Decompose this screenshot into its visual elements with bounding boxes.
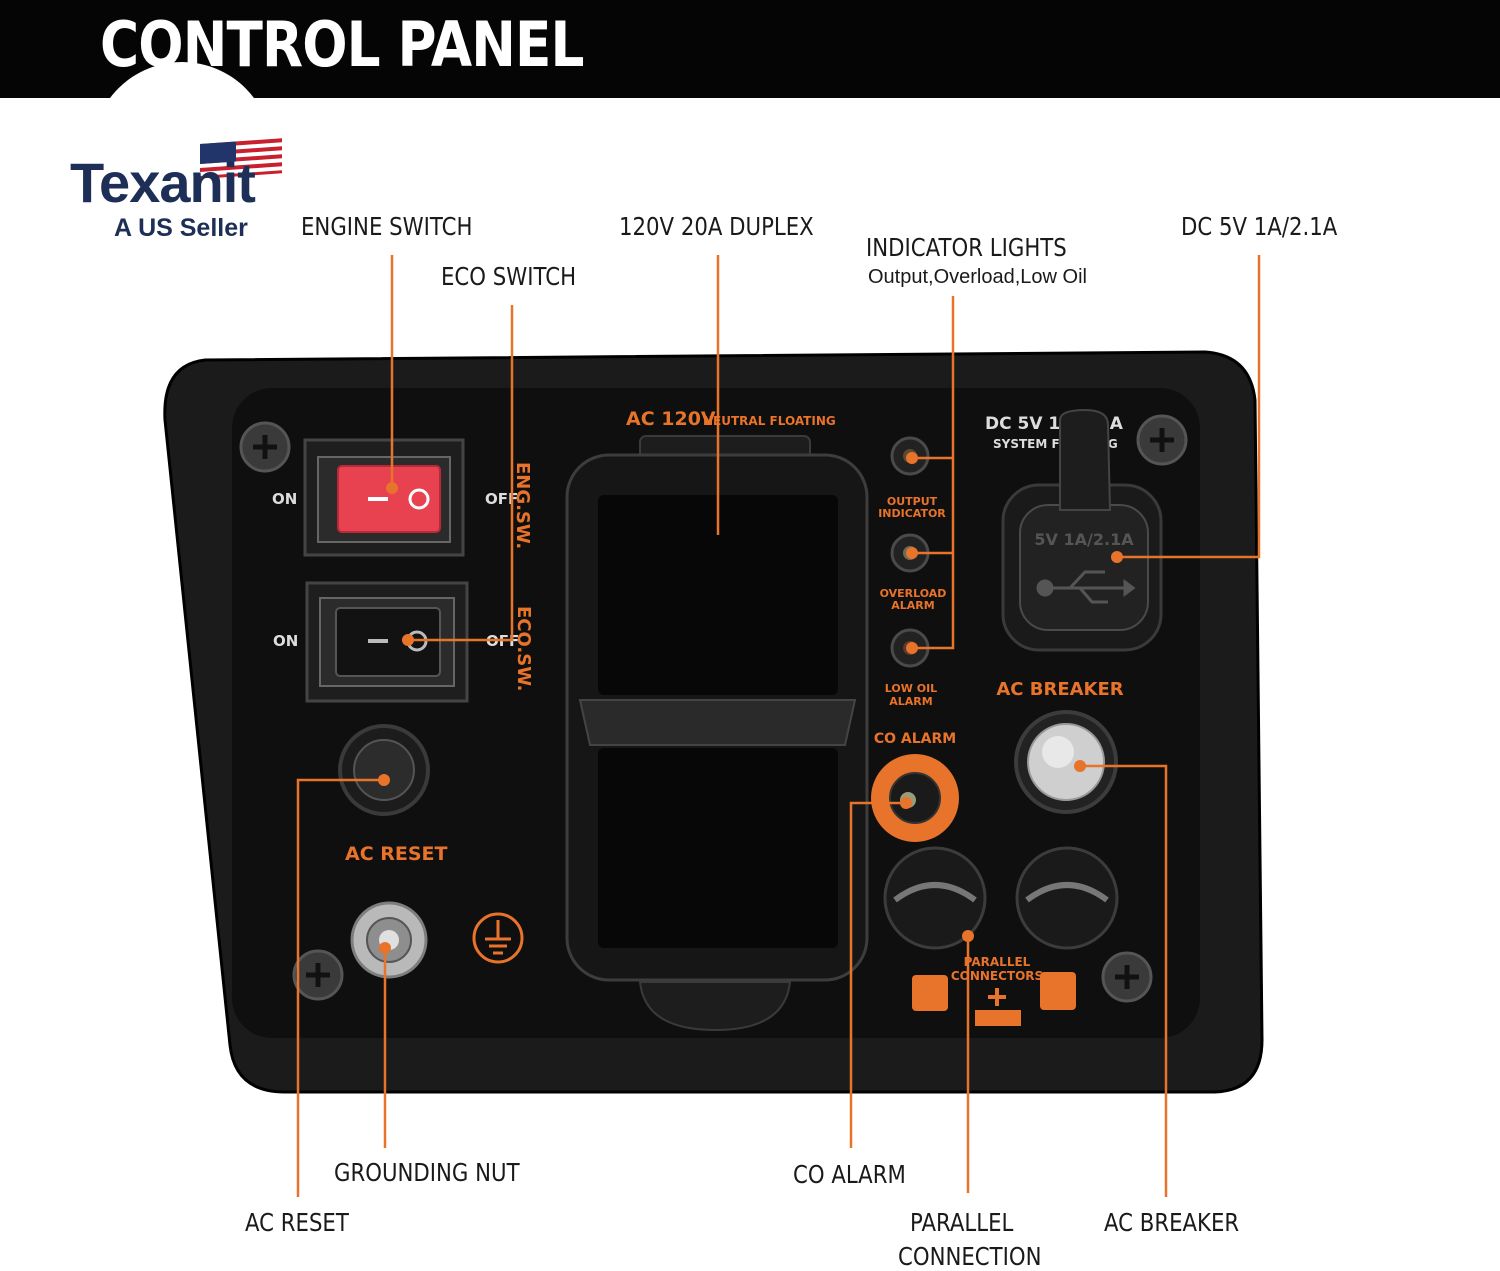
callout-indicator-lights: INDICATOR LIGHTS <box>866 233 1067 262</box>
leader-indicator <box>912 296 955 650</box>
screw-top-left <box>239 421 291 473</box>
overload-alarm-label-2: ALARM <box>891 599 934 612</box>
neutral-floating-label: NEUTRAL FLOATING <box>703 414 836 428</box>
screw-top-right <box>1136 414 1188 466</box>
callout-grounding-nut: GROUNDING NUT <box>334 1158 520 1187</box>
callout-parallel-line2: CONNECTION <box>898 1242 1042 1271</box>
usb-cap-text: 5V 1A/2.1A <box>1034 530 1134 549</box>
brand-name: Texanit <box>70 151 256 214</box>
parallel-plug-right <box>1040 972 1076 1010</box>
callout-parallel-line1: PARALLEL <box>910 1208 1014 1237</box>
output-indicator-label-1: OUTPUT <box>887 495 938 508</box>
us-flag-icon <box>200 138 282 178</box>
engine-off-label: OFF <box>485 490 518 508</box>
low-oil-label-2: ALARM <box>889 695 932 708</box>
callout-co-alarm: CO ALARM <box>793 1160 906 1189</box>
callout-ac-breaker: AC BREAKER <box>1104 1208 1240 1237</box>
parallel-connector-left[interactable] <box>883 846 987 950</box>
output-indicator-label-2: INDICATOR <box>878 507 946 520</box>
screw-bottom-left <box>292 949 344 1001</box>
eco-sw-label: ECO.SW. <box>513 606 534 691</box>
engine-switch[interactable] <box>337 465 441 533</box>
leader-co-alarm <box>849 801 906 1148</box>
usb-port-cap[interactable] <box>1019 504 1149 631</box>
callout-ac-reset: AC RESET <box>245 1208 349 1237</box>
leader-dc-usb <box>1117 255 1261 559</box>
screw-bottom-right <box>1101 951 1153 1003</box>
usb-icon <box>1036 570 1136 604</box>
callout-dc-usb: DC 5V 1A/2.1A <box>1181 212 1338 241</box>
leader-ac-reset <box>296 778 384 1197</box>
plus-icon <box>988 988 1006 1006</box>
callout-duplex: 120V 20A DUPLEX <box>619 212 814 241</box>
leader-dots <box>378 452 1123 954</box>
parallel-plug-left <box>912 975 948 1011</box>
outlet-hinge-bottom <box>638 981 792 1032</box>
usb-cap-tab <box>1059 408 1112 511</box>
low-oil-label-1: LOW OIL <box>885 682 937 695</box>
overload-alarm-label-1: OVERLOAD <box>880 587 947 600</box>
eng-sw-label: ENG.SW. <box>512 462 533 549</box>
ac-reset-button[interactable] <box>353 739 415 801</box>
parallel-connector-right[interactable] <box>1015 846 1119 950</box>
ac-120v-label: AC 120V <box>626 408 716 430</box>
callout-indicator-lights-sub: Output,Overload,Low Oil <box>868 266 1087 288</box>
engine-on-label: ON <box>272 490 297 508</box>
leader-lines <box>296 255 1261 1197</box>
eco-on-label: ON <box>273 632 298 650</box>
ground-icon <box>472 912 524 964</box>
ac-reset-panel-label: AC RESET <box>345 843 448 865</box>
ac-breaker-panel-label: AC BREAKER <box>996 679 1123 700</box>
callout-eco-switch: ECO SWITCH <box>441 262 577 291</box>
header-bar: CONTROL PANEL <box>0 0 1500 98</box>
leader-eco-switch <box>408 305 514 642</box>
leader-ac-breaker <box>1080 764 1168 1197</box>
callout-engine-switch: ENGINE SWITCH <box>301 212 473 241</box>
parallel-panel-label-2: CONNECTORS <box>951 969 1043 983</box>
brand-tagline: A US Seller <box>114 214 248 242</box>
co-alarm-panel-label: CO ALARM <box>874 731 956 747</box>
parallel-panel-label-1: PARALLEL <box>964 955 1031 969</box>
